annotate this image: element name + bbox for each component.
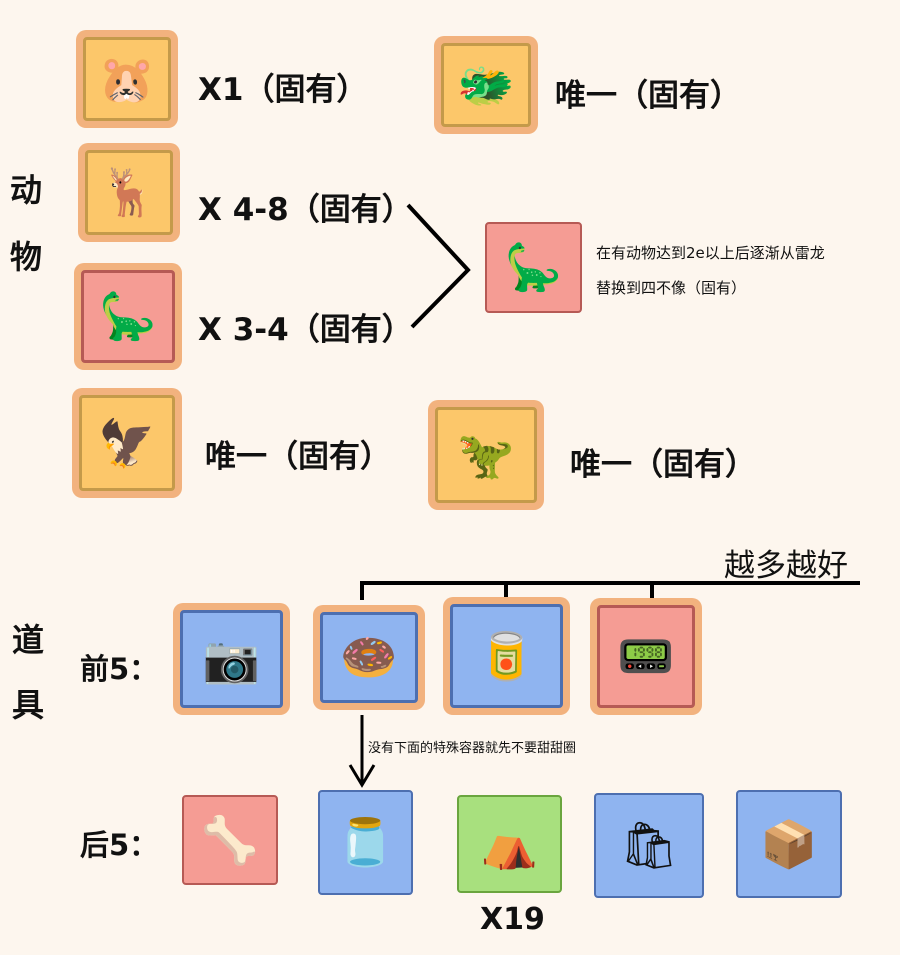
tent-icon: ⛺ (457, 795, 562, 893)
jar-icon: 🫙 (318, 790, 413, 895)
brontosaurus-icon: 🦕 (81, 270, 175, 363)
water-dragon-icon: 🐲 (441, 43, 531, 127)
bracket-line (406, 203, 471, 329)
animal-tile-hamster: 🐹 (76, 30, 178, 128)
section-animals-char-2: 物 (10, 238, 43, 276)
animal-tile-t-rex: 🦖 (428, 400, 544, 510)
animal-label-milu-deer: X 4-8（固有） (198, 192, 413, 228)
tent-count-label: X19 (480, 902, 545, 937)
section-animals-char-1: 动 (10, 171, 43, 209)
animal-tile-replacement-brontosaurus: 🦕 (485, 222, 582, 313)
animal-label-water-dragon: 唯一（固有） (555, 78, 741, 114)
item-tile-donut: 🍩 (313, 605, 425, 710)
animal-tile-pterosaur: 🦅 (72, 388, 182, 498)
animal-tile-water-dragon: 🐲 (434, 36, 538, 134)
tin-can-icon: 🥫 (450, 604, 563, 708)
animal-label-hamster: X1（固有） (198, 72, 368, 108)
replacement-note-line2: 替换到四不像（固有） (596, 279, 747, 297)
brontosaurus-icon: 🦕 (485, 222, 582, 313)
item-tile-tin-can: 🥫 (443, 597, 570, 715)
donut-note: 没有下面的特殊容器就先不要甜甜圈 (368, 741, 577, 756)
fossil-icon: 🦴 (182, 795, 278, 885)
donut-icon: 🍩 (320, 612, 418, 703)
deer-icon: 🦌 (85, 150, 173, 235)
section-items-char-1: 道 (12, 621, 45, 659)
more-is-better-label: 越多越好 (724, 548, 848, 584)
t-rex-icon: 🦖 (435, 407, 537, 503)
crate-icon: 📦 (736, 790, 842, 898)
item-tile-tent: ⛺ (457, 795, 562, 893)
replacement-note-line1: 在有动物达到2e以上后逐渐从雷龙 (596, 244, 825, 262)
item-tile-fossil: 🦴 (182, 795, 278, 885)
animal-tile-milu-deer: 🦌 (78, 143, 180, 242)
pterosaur-icon: 🦅 (79, 395, 175, 491)
arrow-head-icon (348, 764, 376, 788)
animal-tile-brontosaurus: 🦕 (74, 263, 182, 370)
animal-label-pterosaur: 唯一（固有） (205, 439, 391, 475)
item-tile-camera: 📷 (173, 603, 290, 715)
bag-icon: 🛍 (594, 793, 704, 898)
item-tile-device: 📟 (590, 598, 702, 715)
camera-icon: 📷 (180, 610, 283, 708)
section-items-char-2: 具 (12, 686, 45, 724)
front-5-label: 前5： (80, 652, 159, 686)
item-tile-bag: 🛍 (594, 793, 704, 898)
hamster-icon: 🐹 (83, 37, 171, 121)
item-tile-jar: 🫙 (318, 790, 413, 895)
animal-label-brontosaurus: X 3-4（固有） (198, 312, 413, 348)
device-icon: 📟 (597, 605, 695, 708)
animal-label-t-rex: 唯一（固有） (570, 447, 756, 483)
item-tile-crate: 📦 (736, 790, 842, 898)
back-5-label: 后5： (80, 828, 159, 862)
